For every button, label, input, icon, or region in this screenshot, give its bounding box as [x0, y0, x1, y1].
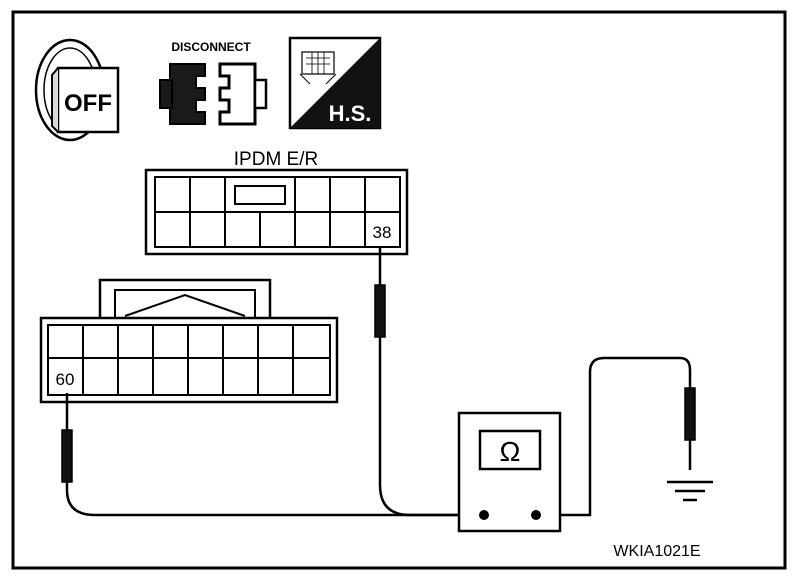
lead-ground — [540, 356, 692, 517]
ohmmeter: Ω — [457, 411, 562, 533]
ipdm-pin-38-label: 38 — [373, 223, 392, 242]
ipdm-connector: IPDM E/R 38 — [144, 149, 409, 256]
probe-pin-38 — [374, 262, 386, 338]
probe-ground — [684, 387, 696, 441]
harness-side-icon: H.S. — [288, 36, 382, 130]
ipdm-label: IPDM E/R — [234, 149, 318, 170]
meter-terminal-left — [479, 510, 489, 520]
figure-code: WKIA1021E — [613, 543, 700, 560]
left-connector: 60 — [39, 278, 339, 404]
harness-side-text: H.S. — [329, 101, 372, 126]
disconnect-label: DISCONNECT — [171, 40, 251, 54]
lead-pin-60 — [65, 393, 460, 517]
left-pin-60-label: 60 — [56, 370, 75, 389]
ground-icon — [667, 480, 713, 502]
probe-pin-60 — [61, 429, 73, 483]
disconnect-icon: DISCONNECT — [159, 40, 268, 126]
diagram-frame — [11, 10, 787, 570]
ignition-off-icon: OFF — [34, 38, 120, 142]
test-leads — [65, 247, 692, 517]
ohm-symbol: Ω — [500, 436, 521, 467]
meter-terminal-right — [531, 510, 541, 520]
ignition-off-text: OFF — [64, 90, 112, 117]
